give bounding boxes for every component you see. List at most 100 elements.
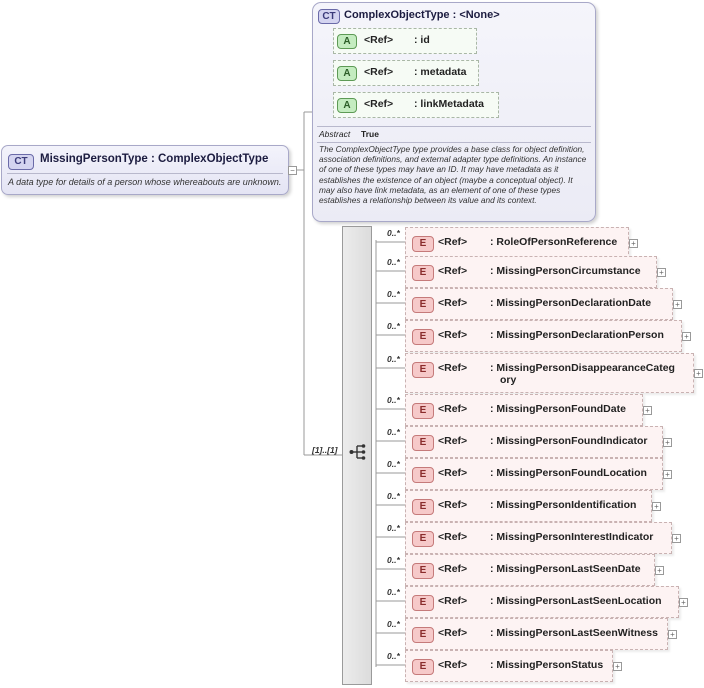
attribute-icon: A	[337, 66, 357, 81]
element-name: : MissingPersonFoundIndicator	[490, 435, 648, 447]
element-ref: <Ref>	[438, 297, 468, 309]
element-node[interactable]: E <Ref> : MissingPersonFoundLocation	[405, 458, 663, 490]
element-cardinality: 0..*	[387, 427, 400, 437]
element-node[interactable]: E<Ref>: MissingPersonCircumstance	[405, 256, 657, 288]
element-ref: <Ref>	[438, 627, 468, 639]
element-node[interactable]: E<Ref>: MissingPersonFoundDate	[405, 394, 643, 426]
expand-icon[interactable]: +	[652, 502, 661, 511]
element-node[interactable]: E<Ref>: MissingPersonInterestIndicator	[405, 522, 672, 554]
element-ref: <Ref>	[438, 362, 468, 374]
element-cardinality: 0..*	[387, 257, 400, 267]
element-node[interactable]: E <Ref> : MissingPersonLastSeenWitness	[405, 618, 668, 650]
element-name: : MissingPersonLastSeenDate	[490, 563, 641, 575]
attribute-name: : metadata	[414, 66, 467, 78]
expand-icon[interactable]: +	[629, 239, 638, 248]
element-icon: E	[412, 659, 434, 675]
expand-icon[interactable]: +	[694, 369, 703, 378]
attribute-ref: <Ref>	[364, 98, 394, 110]
attribute-linkmetadata[interactable]: A <Ref> : linkMetadata	[333, 92, 499, 118]
attribute-icon: A	[337, 34, 357, 49]
element-icon: E	[412, 435, 434, 451]
element-name: : MissingPersonFoundLocation	[490, 467, 647, 479]
element-cardinality: 0..*	[387, 491, 400, 501]
element-name: : MissingPersonLastSeenWitness	[490, 627, 658, 639]
element-icon: E	[412, 297, 434, 313]
abstract-label: Abstract	[319, 129, 351, 139]
element-icon: E	[412, 531, 434, 547]
element-node[interactable]: E<Ref>: MissingPersonIdentification	[405, 490, 652, 522]
element-icon: E	[412, 329, 434, 345]
element-cardinality: 0..*	[387, 523, 400, 533]
attribute-ref: <Ref>	[364, 66, 394, 78]
element-name: : MissingPersonDeclarationDate	[490, 297, 652, 309]
element-icon: E	[412, 467, 434, 483]
expand-icon[interactable]: +	[655, 566, 664, 575]
expand-icon[interactable]: +	[682, 332, 691, 341]
base-type-title: ComplexObjectType : <None>	[344, 9, 500, 21]
element-cardinality: 0..*	[387, 228, 400, 238]
element-ref: <Ref>	[438, 595, 468, 607]
attribute-icon: A	[337, 98, 357, 113]
expand-icon[interactable]: +	[673, 300, 682, 309]
expand-icon[interactable]: +	[663, 470, 672, 479]
element-ref: <Ref>	[438, 435, 468, 447]
expand-icon[interactable]: +	[613, 662, 622, 671]
sequence-compositor[interactable]	[342, 226, 372, 685]
element-icon: E	[412, 265, 434, 281]
expand-icon[interactable]: +	[643, 406, 652, 415]
divider	[317, 142, 591, 143]
element-name: : MissingPersonCircumstance	[490, 265, 641, 277]
element-name: : MissingPersonLastSeenLocation	[490, 595, 662, 607]
element-ref: <Ref>	[438, 467, 468, 479]
element-cardinality: 0..*	[387, 555, 400, 565]
element-node[interactable]: E<Ref>: MissingPersonLastSeenDate	[405, 554, 655, 586]
element-icon: E	[412, 236, 434, 252]
attribute-name: : linkMetadata	[414, 98, 485, 110]
element-name: : RoleOfPersonReference	[490, 236, 618, 248]
sequence-icon	[349, 444, 366, 460]
element-ref: <Ref>	[438, 659, 468, 671]
element-cardinality: 0..*	[387, 395, 400, 405]
element-cardinality: 0..*	[387, 321, 400, 331]
abstract-value: True	[361, 129, 379, 139]
element-node[interactable]: E<Ref>: MissingPersonLastSeenLocation	[405, 586, 679, 618]
main-type-description: A data type for details of a person whos…	[8, 177, 282, 187]
element-ref: <Ref>	[438, 236, 468, 248]
element-cardinality: 0..*	[387, 619, 400, 629]
expand-icon[interactable]: +	[679, 598, 688, 607]
collapse-icon[interactable]: −	[288, 166, 297, 175]
element-node[interactable]: E <Ref> : MissingPersonDeclarationDate	[405, 288, 673, 320]
complex-object-type-node[interactable]: CT ComplexObjectType : <None> A <Ref> : …	[312, 2, 596, 222]
element-icon: E	[412, 627, 434, 643]
element-node[interactable]: E <Ref> : MissingPersonStatus	[405, 650, 613, 682]
attribute-name: : id	[414, 34, 430, 46]
element-cardinality: 0..*	[387, 651, 400, 661]
element-name: : MissingPersonInterestIndicator	[490, 531, 654, 543]
element-ref: <Ref>	[438, 329, 468, 341]
element-ref: <Ref>	[438, 563, 468, 575]
attribute-metadata[interactable]: A <Ref> : metadata	[333, 60, 479, 86]
base-type-description: The ComplexObjectType type provides a ba…	[319, 144, 587, 206]
expand-icon[interactable]: +	[672, 534, 681, 543]
element-name: : MissingPersonFoundDate	[490, 403, 626, 415]
expand-icon[interactable]: +	[663, 438, 672, 447]
complex-type-icon: CT	[8, 154, 34, 170]
element-name: : MissingPersonDisappearanceCateg	[490, 362, 675, 374]
element-cardinality: 0..*	[387, 289, 400, 299]
element-name: : MissingPersonStatus	[490, 659, 604, 671]
element-node[interactable]: E <Ref> : MissingPersonDeclarationPerson	[405, 320, 682, 352]
element-name: : MissingPersonIdentification	[490, 499, 637, 511]
element-icon: E	[412, 403, 434, 419]
attribute-id[interactable]: A <Ref> : id	[333, 28, 477, 54]
missing-person-type-node[interactable]: CT MissingPersonType : ComplexObjectType…	[1, 145, 289, 195]
complex-type-icon: CT	[318, 9, 340, 24]
divider	[7, 173, 283, 174]
expand-icon[interactable]: +	[668, 630, 677, 639]
element-name: : MissingPersonDeclarationPerson	[490, 329, 664, 341]
element-node[interactable]: E <Ref> : MissingPersonFoundIndicator	[405, 426, 663, 458]
expand-icon[interactable]: +	[657, 268, 666, 277]
element-cardinality: 0..*	[387, 459, 400, 469]
element-cardinality: 0..*	[387, 587, 400, 597]
element-node[interactable]: E <Ref> : RoleOfPersonReference	[405, 227, 629, 259]
